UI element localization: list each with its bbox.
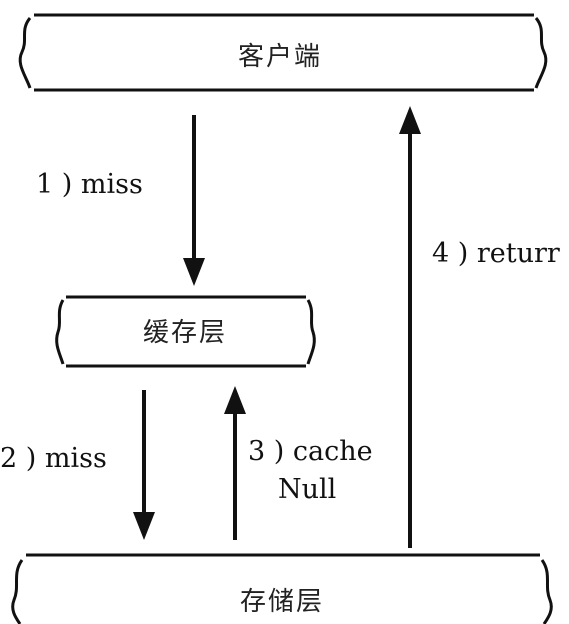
storage-box-left-bracket xyxy=(11,559,24,624)
step3-label-line2: Null xyxy=(278,474,336,505)
storage-layer-label: 存储层 xyxy=(240,587,324,617)
arrow-step2 xyxy=(133,390,155,540)
client-box: 客户端 xyxy=(18,13,548,92)
storage-layer-box: 存储层 xyxy=(11,553,553,624)
arrow-step4-head xyxy=(399,106,421,134)
arrow-step1-head xyxy=(183,258,205,286)
cache-layer-box: 缓存层 xyxy=(55,295,316,368)
arrow-step3 xyxy=(224,386,246,540)
step3-label-line1: 3 ) cache xyxy=(248,436,373,467)
step2-label: 2 ) miss xyxy=(0,443,107,474)
arrow-step1 xyxy=(183,115,205,286)
cache-box-left-bracket xyxy=(55,299,65,365)
arrow-step4 xyxy=(399,106,421,548)
cache-box-right-bracket xyxy=(306,299,316,365)
client-box-right-bracket xyxy=(534,17,548,89)
step1-label: 1 ) miss xyxy=(36,169,143,200)
storage-box-right-bracket xyxy=(540,559,553,624)
arrow-step3-head xyxy=(224,386,246,414)
step4-label: 4 ) returr xyxy=(432,238,560,269)
client-label: 客户端 xyxy=(238,42,322,72)
arrow-step2-head xyxy=(133,512,155,540)
client-box-left-bracket xyxy=(18,17,32,89)
cache-layer-label: 缓存层 xyxy=(143,318,227,348)
